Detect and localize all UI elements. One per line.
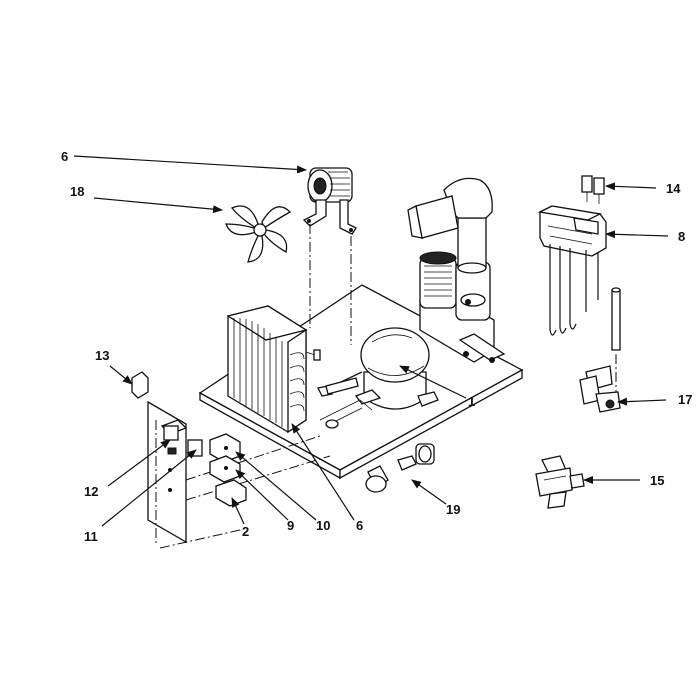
callout-19: 19 [446,502,460,517]
callout-14: 14 [666,181,681,196]
sensor-clips [581,175,605,204]
callout-1: 1 [468,394,475,409]
callout-18: 18 [70,184,84,199]
callout-13: 13 [95,348,109,363]
callout-6-bottom: 6 [356,518,363,533]
fan-motor [302,167,357,235]
leader-lines [73,155,669,527]
relays [209,433,247,507]
control-box [537,205,607,336]
callout-2: 2 [242,524,249,539]
filter-drier [319,377,373,429]
fittings [365,443,435,493]
condenser-coil [226,305,321,434]
probe-rod [611,287,621,351]
callout-12: 12 [84,484,98,499]
small-block-13 [131,371,149,399]
pump-assembly [407,177,506,363]
electrical-panel [147,400,331,549]
callout-8: 8 [678,229,685,244]
callout-6-top: 6 [61,149,68,164]
water-valve [535,455,585,509]
callout-11: 11 [84,529,98,544]
callout-9: 9 [287,518,294,533]
callout-17: 17 [678,392,692,407]
callout-10: 10 [316,518,330,533]
compressor [317,327,439,410]
callout-15: 15 [650,473,664,488]
fan-blade [225,205,292,263]
valve-assembly [579,365,621,413]
